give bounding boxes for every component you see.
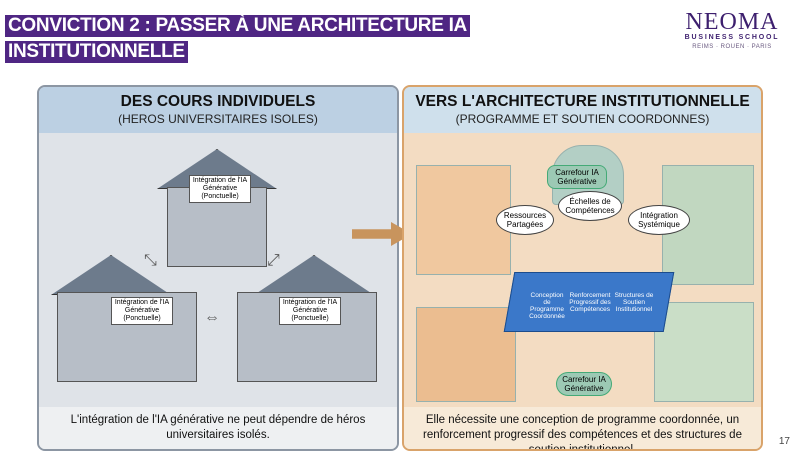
right-header: VERS L'ARCHITECTURE INSTITUTIONNELLE (PR… bbox=[404, 87, 761, 133]
right-caption: Elle nécessite une conception de program… bbox=[404, 407, 761, 449]
double-arrow-icon: ⇔ bbox=[204, 309, 220, 326]
left-heading: DES COURS INDIVIDUELS bbox=[120, 93, 316, 110]
hub-label-bottom: Carrefour IA Générative bbox=[556, 372, 612, 396]
bubble-skill-ladders: Échelles de Compétences bbox=[558, 191, 622, 221]
bubble-systemic-integration: Intégration Systémique bbox=[628, 205, 690, 235]
house-sign-right: Intégration de l'IA Générative (Ponctuel… bbox=[279, 297, 341, 325]
table-label-program-design: Conception de Programme Coordonnée bbox=[529, 292, 565, 320]
right-subheading: (PROGRAMME ET SOUTIEN COORDONNES) bbox=[455, 112, 710, 126]
left-header: DES COURS INDIVIDUELS (HEROS UNIVERSITAI… bbox=[39, 87, 397, 133]
right-heading: VERS L'ARCHITECTURE INSTITUTIONNELLE bbox=[415, 93, 750, 110]
table-label-support: Structures de Soutien Institutionnel bbox=[614, 292, 654, 313]
logo-sub: BUSINESS SCHOOL bbox=[684, 34, 780, 41]
hub-label-top: Carrefour IA Générative bbox=[547, 165, 607, 189]
double-arrow-icon: ⤢ bbox=[267, 252, 280, 269]
institutional-architecture-panel: VERS L'ARCHITECTURE INSTITUTIONNELLE (PR… bbox=[402, 85, 763, 451]
left-subheading: (HEROS UNIVERSITAIRES ISOLES) bbox=[118, 112, 318, 126]
individual-courses-panel: DES COURS INDIVIDUELS (HEROS UNIVERSITAI… bbox=[37, 85, 399, 451]
bubble-shared-resources: Ressources Partagées bbox=[496, 205, 554, 235]
logo-cities: REIMS · ROUEN · PARIS bbox=[692, 44, 772, 50]
house-sign-top: Intégration de l'IA Générative (Ponctuel… bbox=[189, 175, 251, 203]
neoma-logo: NEOMA BUSINESS SCHOOL REIMS · ROUEN · PA… bbox=[672, 10, 792, 50]
building-bottom-left bbox=[416, 307, 516, 402]
building-bottom-right bbox=[654, 302, 754, 402]
logo-word: NEOMA bbox=[685, 9, 779, 35]
double-arrow-icon: ⤡ bbox=[144, 252, 157, 269]
table-label-skills: Renforcement Progressif des Compétences bbox=[569, 292, 611, 313]
page-number: 17 bbox=[778, 436, 790, 447]
left-caption: L'intégration de l'IA générative ne peut… bbox=[39, 407, 397, 449]
slide-title-line-1: CONVICTION 2 : PASSER À UNE ARCHITECTURE… bbox=[5, 15, 470, 37]
slide-title-line-2: INSTITUTIONNELLE bbox=[5, 41, 188, 63]
house-sign-left: Intégration de l'IA Générative (Ponctuel… bbox=[111, 297, 173, 325]
